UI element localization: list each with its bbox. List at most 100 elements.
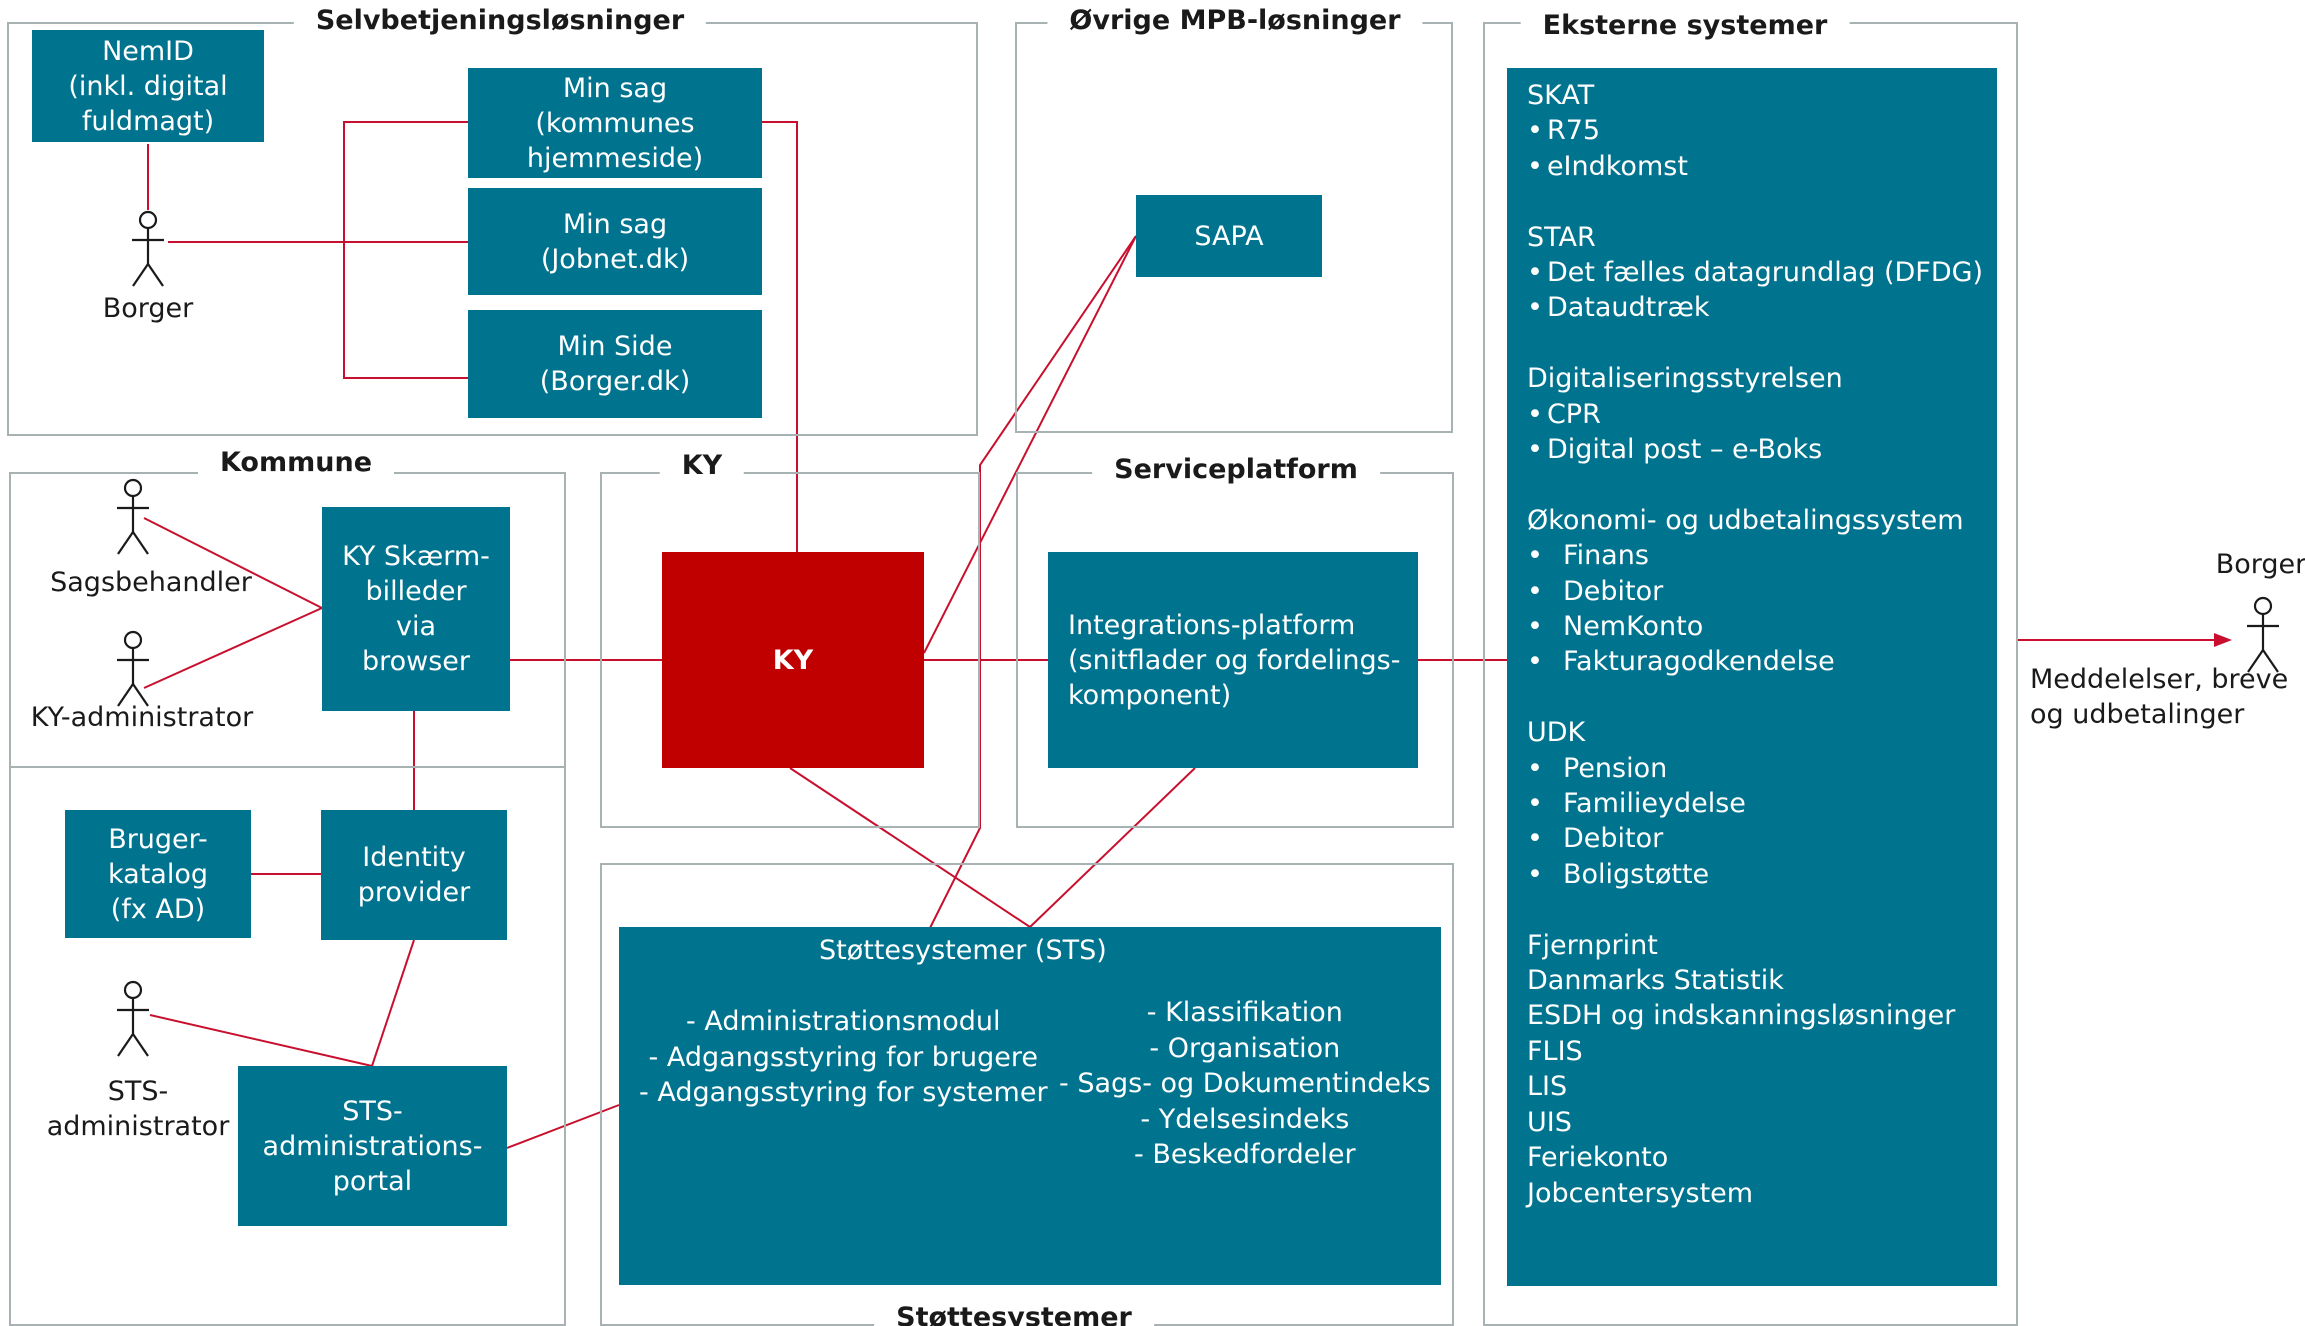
text-line: KY-administrator bbox=[30, 702, 254, 733]
text-line: - Beskedfordeler bbox=[1134, 1139, 1356, 1170]
text-line: Min Side bbox=[557, 331, 673, 362]
integration-platform-box[interactable]: Integrations-platform(snitflader og ford… bbox=[1048, 552, 1418, 768]
text-line: Min sag bbox=[562, 72, 668, 104]
external-system-item: LIS bbox=[1527, 1071, 1568, 1103]
text-line: hjemmeside) bbox=[526, 142, 704, 174]
text-line: (fx AD) bbox=[110, 893, 206, 925]
sts-portal-box[interactable]: STS-administrations-portal bbox=[238, 1066, 507, 1226]
external-section-item: Debitor bbox=[1527, 574, 1997, 609]
text-line: (Borger.dk) bbox=[539, 366, 691, 397]
connector-sagsbehandler-screens bbox=[143, 517, 323, 609]
text-line: og udbetalinger bbox=[2030, 699, 2245, 730]
actor-label-borger: Borger bbox=[103, 291, 194, 326]
arrowhead-icon bbox=[2214, 633, 2232, 647]
min-side-box[interactable]: Min Side (Borger.dk) bbox=[468, 310, 762, 418]
connector-min-sag-ky bbox=[762, 121, 798, 552]
sts-left-list: - Administrationsmodul - Adgangsstyring f… bbox=[639, 1004, 1048, 1111]
external-system-item: FLIS bbox=[1527, 1035, 1583, 1067]
connector-ky-sts bbox=[789, 767, 1031, 928]
external-system-item: Feriekonto bbox=[1527, 1142, 1669, 1174]
external-section-item: Pension bbox=[1527, 751, 1997, 786]
group-title-serviceplatform: Serviceplatform bbox=[1092, 452, 1380, 488]
external-section-item: Det fælles datagrundlag (DFDG) bbox=[1527, 255, 1997, 290]
text-line: - Klassifikation bbox=[1146, 997, 1343, 1028]
user-catalog-box[interactable]: Bruger-katalog(fx AD) bbox=[65, 810, 251, 938]
external-section: DigitaliseringsstyrelsenCPRDigital post … bbox=[1527, 361, 1997, 467]
group-title-municipality: Kommune bbox=[197, 445, 395, 481]
actor-label-sagsbehandler: Sagsbehandler bbox=[50, 565, 252, 600]
external-section-heading: Økonomi- og udbetalingssystem bbox=[1527, 504, 1964, 536]
external-section-item: Fakturagodkendelse bbox=[1527, 644, 1997, 679]
group-title-ky: KY bbox=[659, 448, 745, 484]
sapa-box[interactable]: SAPA bbox=[1136, 195, 1322, 277]
text-line: (Jobnet.dk) bbox=[540, 243, 690, 275]
text-line: komponent) bbox=[1068, 679, 1232, 711]
text-line: billeder bbox=[365, 576, 467, 607]
text-line: administrations- bbox=[262, 1130, 483, 1162]
external-section-item: CPR bbox=[1527, 397, 1997, 432]
group-title-external: Eksterne systemer bbox=[1520, 8, 1850, 44]
text-line: browser bbox=[361, 646, 471, 677]
identity-provider-box[interactable]: Identity provider bbox=[321, 810, 507, 940]
external-systems-box[interactable]: SKATR75eIndkomstSTARDet fælles datagrund… bbox=[1507, 68, 1997, 1286]
text-line: Identity bbox=[362, 842, 466, 873]
text-line: KY Skærm- bbox=[342, 541, 490, 572]
text-line: Meddelelser, breve bbox=[2030, 664, 2289, 695]
external-section-item: R75 bbox=[1527, 113, 1997, 148]
text-line: - Adgangsstyring for brugere bbox=[648, 1041, 1039, 1073]
sts-box[interactable]: Støttesystemer (STS) - Administrationsmo… bbox=[619, 927, 1441, 1285]
text-line: administrator bbox=[46, 1111, 230, 1142]
connector-portals-bus bbox=[343, 121, 468, 379]
group-title-other-mpb: Øvrige MPB-løsninger bbox=[1047, 3, 1423, 39]
actor-label-ky-admin: KY-administrator bbox=[31, 700, 253, 735]
text-line: Sagsbehandler bbox=[50, 567, 252, 598]
text-line: - Ydelsesindeks bbox=[1140, 1103, 1350, 1135]
external-section-heading: Digitaliseringsstyrelsen bbox=[1527, 363, 1843, 395]
text-line: - Adgangsstyring for systemer bbox=[639, 1077, 1048, 1108]
group-title-selfservice: Selvbetjeningsløsninger bbox=[293, 3, 707, 39]
external-section-item: Boligstøtte bbox=[1527, 857, 1997, 892]
external-section-item: Familieydelse bbox=[1527, 786, 1997, 821]
connector-idp-portal bbox=[371, 939, 415, 1067]
external-system-item: ESDH og indskanningsløsninger bbox=[1527, 1000, 1956, 1032]
external-sections: SKATR75eIndkomstSTARDet fælles datagrund… bbox=[1527, 78, 1997, 892]
external-section-heading: UDK bbox=[1527, 717, 1586, 749]
person-icon bbox=[117, 478, 149, 555]
external-section: STARDet fælles datagrundlag (DFDG)Dataud… bbox=[1527, 220, 1997, 326]
text-line: STS- bbox=[342, 1095, 403, 1127]
text-line: katalog bbox=[108, 858, 208, 890]
group-ky bbox=[600, 472, 980, 828]
text-line: Borger bbox=[102, 293, 194, 324]
output-label: Meddelelser, breve og udbetalinger bbox=[2030, 662, 2288, 732]
connector-integration-sts bbox=[1029, 767, 1196, 928]
text-line: - Administrationsmodul bbox=[686, 1006, 1001, 1037]
sts-right-list: - Klassifikation- Organisation- Sags- og… bbox=[1059, 995, 1431, 1173]
connector-stsadmin-portal bbox=[149, 1014, 373, 1067]
person-icon bbox=[132, 210, 164, 287]
text-line: provider bbox=[357, 877, 471, 908]
ky-core-box[interactable]: KY bbox=[662, 552, 924, 768]
text-line: (snitflader og fordelings- bbox=[1068, 644, 1401, 676]
text-line: (inkl. digital bbox=[68, 70, 228, 102]
min-sag-jobnet-box[interactable]: Min sag(Jobnet.dk) bbox=[468, 188, 762, 295]
text-line: Min sag bbox=[562, 208, 668, 240]
external-system-item: UIS bbox=[1527, 1106, 1572, 1138]
text-line: Integrations-platform bbox=[1068, 609, 1356, 641]
connector-sapa-sts bbox=[928, 235, 1137, 931]
text-line: KY bbox=[772, 644, 814, 676]
text-line: Bruger- bbox=[108, 823, 208, 855]
external-section: Økonomi- og udbetalingssystemFinansDebit… bbox=[1527, 503, 1997, 680]
external-section-item: Finans bbox=[1527, 538, 1997, 573]
municipality-divider bbox=[9, 766, 566, 768]
text-line: - Sags- og Dokumentindeks bbox=[1059, 1068, 1431, 1099]
actor-label-sts-admin: STS-administrator bbox=[47, 1074, 230, 1144]
text-line: NemID bbox=[102, 35, 194, 67]
external-section-item: NemKonto bbox=[1527, 609, 1997, 644]
text-line: SAPA bbox=[1194, 220, 1264, 252]
external-section: SKATR75eIndkomst bbox=[1527, 78, 1997, 184]
